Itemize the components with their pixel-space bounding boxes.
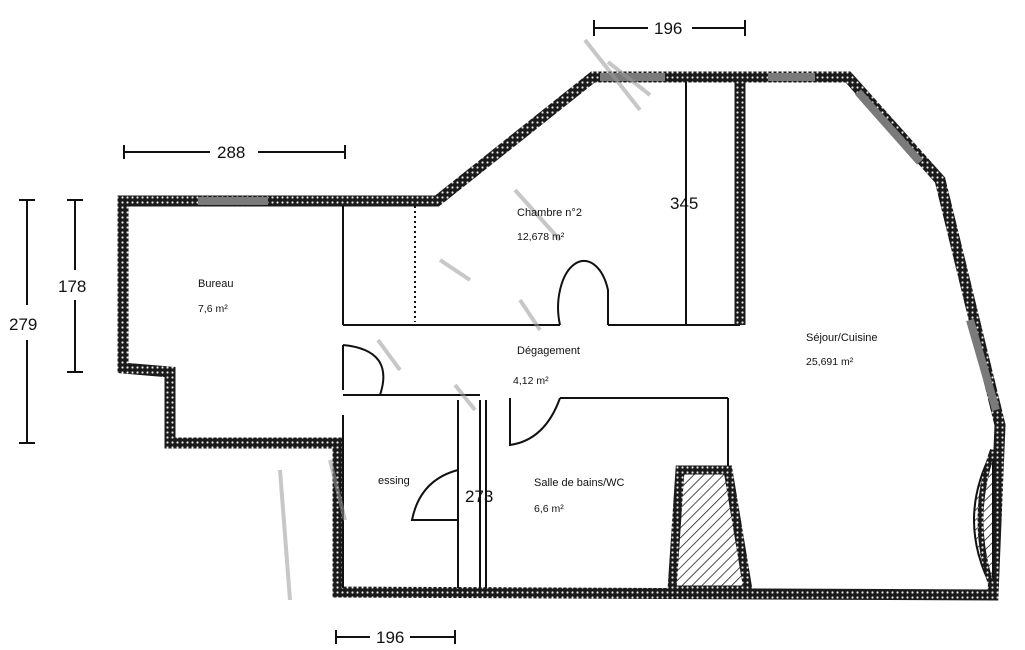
interior-partitions	[342, 82, 740, 588]
exterior-walls	[117, 71, 1006, 601]
dimension-labels: 196 288 345 279 178 273 196	[9, 19, 698, 647]
room-area-sdb: 6,6 m²	[534, 503, 564, 515]
room-name-chambre: Chambre n°2	[517, 207, 582, 219]
room-name-sejour: Séjour/Cuisine	[806, 332, 878, 344]
dim-label-178: 178	[58, 277, 86, 296]
room-area-bureau: 7,6 m²	[198, 303, 228, 315]
room-area-degagement: 4,12 m²	[513, 375, 549, 387]
dim-label-345: 345	[670, 194, 698, 213]
door-arc-bureau	[342, 344, 385, 396]
dim-label-top-196: 196	[654, 19, 682, 38]
room-name-bureau: Bureau	[198, 278, 233, 290]
room-area-sejour: 25,691 m²	[806, 356, 854, 368]
exterior-wall-outline	[117, 71, 1006, 601]
room-labels: Bureau 7,6 m² Chambre n°2 12,678 m² Séjo…	[198, 207, 878, 515]
dim-label-bottom-196: 196	[376, 628, 404, 647]
room-name-sdb: Salle de bains/WC	[534, 477, 625, 489]
door-arc-dressing	[410, 469, 459, 521]
bay-window	[973, 448, 996, 592]
dim-label-273: 273	[465, 487, 493, 506]
window-sejour-diagonal	[855, 89, 923, 165]
window-sejour-right	[966, 318, 1000, 412]
dimension-lines	[19, 20, 746, 644]
door-arc-chambre	[557, 259, 609, 326]
room-area-chambre: 12,678 m²	[517, 231, 565, 243]
dim-label-288: 288	[217, 143, 245, 162]
scan-artifacts	[278, 38, 652, 601]
room-name-dressing: essing	[378, 475, 410, 487]
room-name-degagement: Dégagement	[517, 345, 580, 357]
windows	[198, 73, 1000, 412]
door-arc-sdb	[509, 397, 561, 447]
dim-label-279: 279	[9, 315, 37, 334]
duct-block	[667, 465, 754, 595]
